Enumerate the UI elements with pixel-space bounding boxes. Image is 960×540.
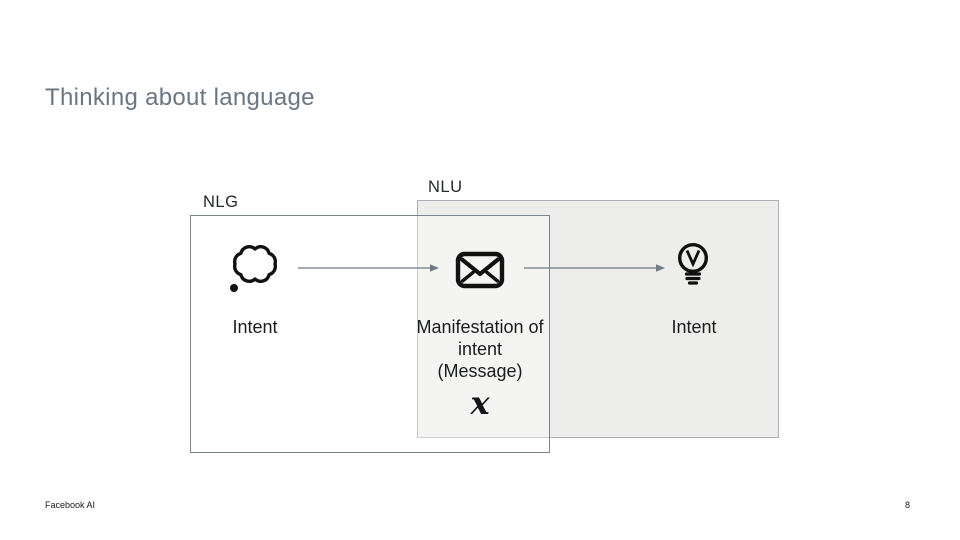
nlg-label: NLG — [203, 193, 239, 211]
slide-title: Thinking about language — [45, 84, 315, 111]
node-label-intent-left: Intent — [232, 317, 278, 337]
thought-cloud-icon — [227, 243, 283, 295]
footer-brand: Facebook AI — [45, 500, 96, 510]
arrow-right-icon — [296, 261, 442, 275]
nlu-label: NLU — [428, 178, 463, 196]
nlu-box — [417, 200, 779, 438]
node-label-manifestation: Manifestation of intent (Message) — [416, 317, 544, 381]
lightbulb-icon — [673, 241, 713, 297]
arrow-right-icon — [522, 261, 668, 275]
message-symbol-x: x — [470, 384, 490, 422]
envelope-icon — [454, 250, 506, 290]
node-label-intent-right: Intent — [671, 317, 717, 337]
page-number: 8 — [905, 500, 911, 510]
